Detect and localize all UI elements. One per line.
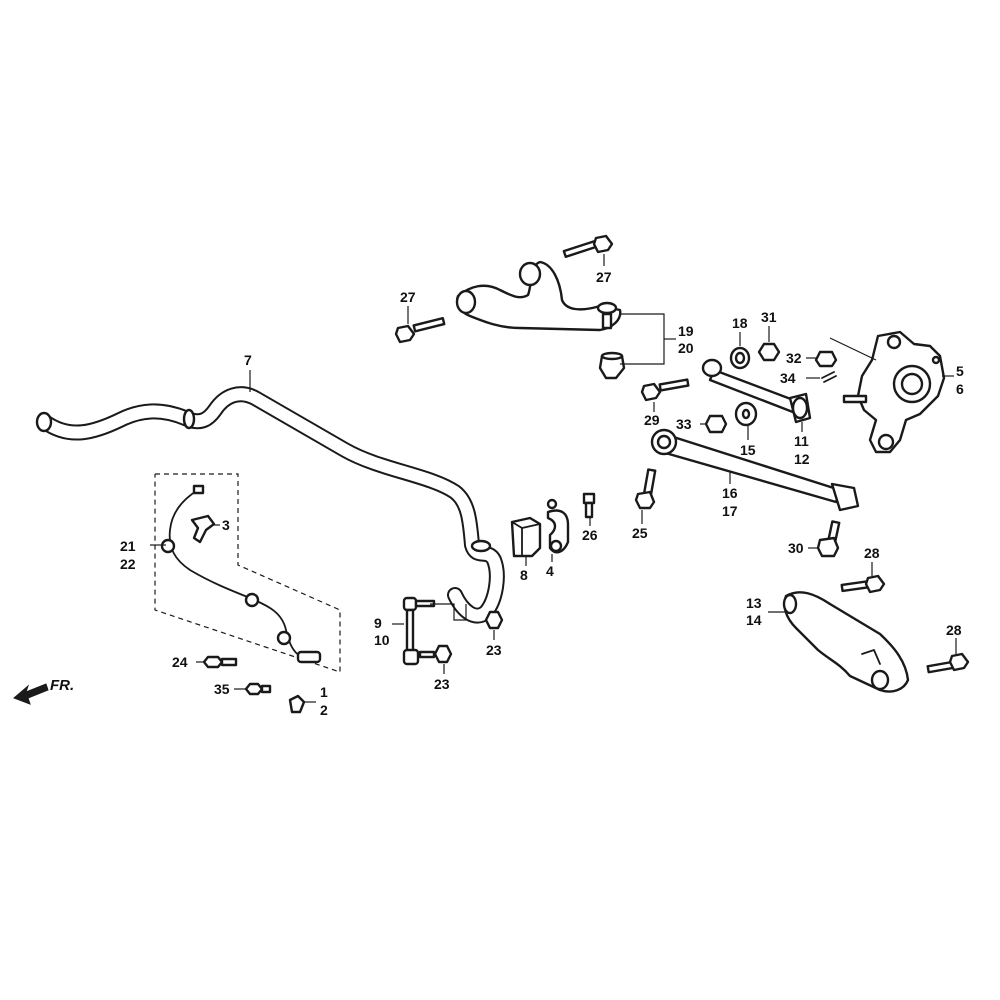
leader-lines (150, 254, 957, 703)
callout-18: 18 (732, 315, 748, 331)
front-indicator-label: FR. (50, 677, 74, 694)
callout-15: 15 (740, 442, 756, 458)
trailing-arm-bolt-lower[interactable] (926, 652, 970, 674)
callout-14: 14 (746, 612, 762, 628)
trailing-arm[interactable] (782, 591, 910, 693)
callout-29: 29 (644, 412, 660, 428)
nut-32[interactable] (814, 350, 838, 368)
nut-31[interactable] (757, 342, 781, 362)
callout-26: 26 (582, 527, 598, 543)
callout-16: 16 (722, 485, 738, 501)
callout-34: 34 (780, 370, 796, 386)
callout-5: 5 (956, 363, 964, 379)
callout-23-lower: 23 (434, 676, 450, 692)
callout-31: 31 (761, 309, 777, 325)
callout-22: 22 (120, 556, 136, 572)
callout-numbers: 7 3 21 22 24 35 1 2 9 10 23 23 8 4 26 27… (120, 269, 964, 718)
wheel-speed-sensor-harness[interactable] (154, 473, 341, 673)
front-direction-arrow: FR. (13, 677, 74, 705)
stabilizer-link[interactable] (402, 596, 436, 666)
callout-28-upper: 28 (864, 545, 880, 561)
callout-7: 7 (244, 352, 252, 368)
callout-27-left: 27 (400, 289, 416, 305)
callout-24: 24 (172, 654, 188, 670)
callout-10: 10 (374, 632, 390, 648)
link-nut-upper[interactable] (484, 610, 504, 630)
callout-3: 3 (222, 517, 230, 533)
callout-4: 4 (546, 563, 554, 579)
callout-30: 30 (788, 540, 804, 556)
holder-bolt[interactable] (582, 492, 596, 519)
callout-13: 13 (746, 595, 762, 611)
upper-control-link[interactable] (701, 358, 812, 424)
ball-joint-boot[interactable] (598, 351, 626, 380)
sensor-bolt[interactable] (244, 682, 272, 696)
arm-bolt-29[interactable] (640, 378, 690, 402)
callout-8: 8 (520, 567, 528, 583)
callout-12: 12 (794, 451, 810, 467)
callout-23-upper: 23 (486, 642, 502, 658)
stabilizer-bushing[interactable] (510, 516, 542, 558)
callout-17: 17 (722, 503, 738, 519)
nut-33[interactable] (704, 414, 728, 434)
link-nut-lower[interactable] (433, 644, 453, 664)
callout-33: 33 (676, 416, 692, 432)
callout-1: 1 (320, 684, 328, 700)
callout-19: 19 (678, 323, 694, 339)
harness-bolt[interactable] (202, 655, 238, 669)
lower-control-arm[interactable] (650, 428, 860, 512)
callout-2: 2 (320, 702, 328, 718)
callout-32: 32 (786, 350, 802, 366)
washer-upper[interactable] (729, 346, 751, 370)
spring-pin[interactable] (821, 371, 837, 383)
upper-arm-bolt-left[interactable] (394, 317, 446, 344)
upper-arm-bolt-top[interactable] (562, 234, 614, 258)
callout-11: 11 (794, 433, 809, 449)
callout-9: 9 (374, 615, 382, 631)
upper-arm[interactable] (455, 260, 622, 332)
washer-lower[interactable] (734, 401, 758, 427)
knuckle[interactable] (842, 330, 946, 454)
arm-bolt-30[interactable] (816, 520, 841, 558)
callout-6: 6 (956, 381, 964, 397)
bushing-holder[interactable] (546, 498, 570, 554)
callout-35: 35 (214, 681, 230, 697)
arm-bolt-25[interactable] (634, 468, 657, 510)
stabilizer-bar[interactable] (35, 386, 505, 624)
harness-clip[interactable] (288, 694, 306, 714)
trailing-arm-bolt-upper[interactable] (840, 574, 886, 594)
callout-21: 21 (120, 538, 136, 554)
callout-25: 25 (632, 525, 648, 541)
callout-28-lower: 28 (946, 622, 962, 638)
wheel-speed-sensor[interactable] (190, 514, 216, 544)
callout-20: 20 (678, 340, 694, 356)
callout-27-top: 27 (596, 269, 612, 285)
